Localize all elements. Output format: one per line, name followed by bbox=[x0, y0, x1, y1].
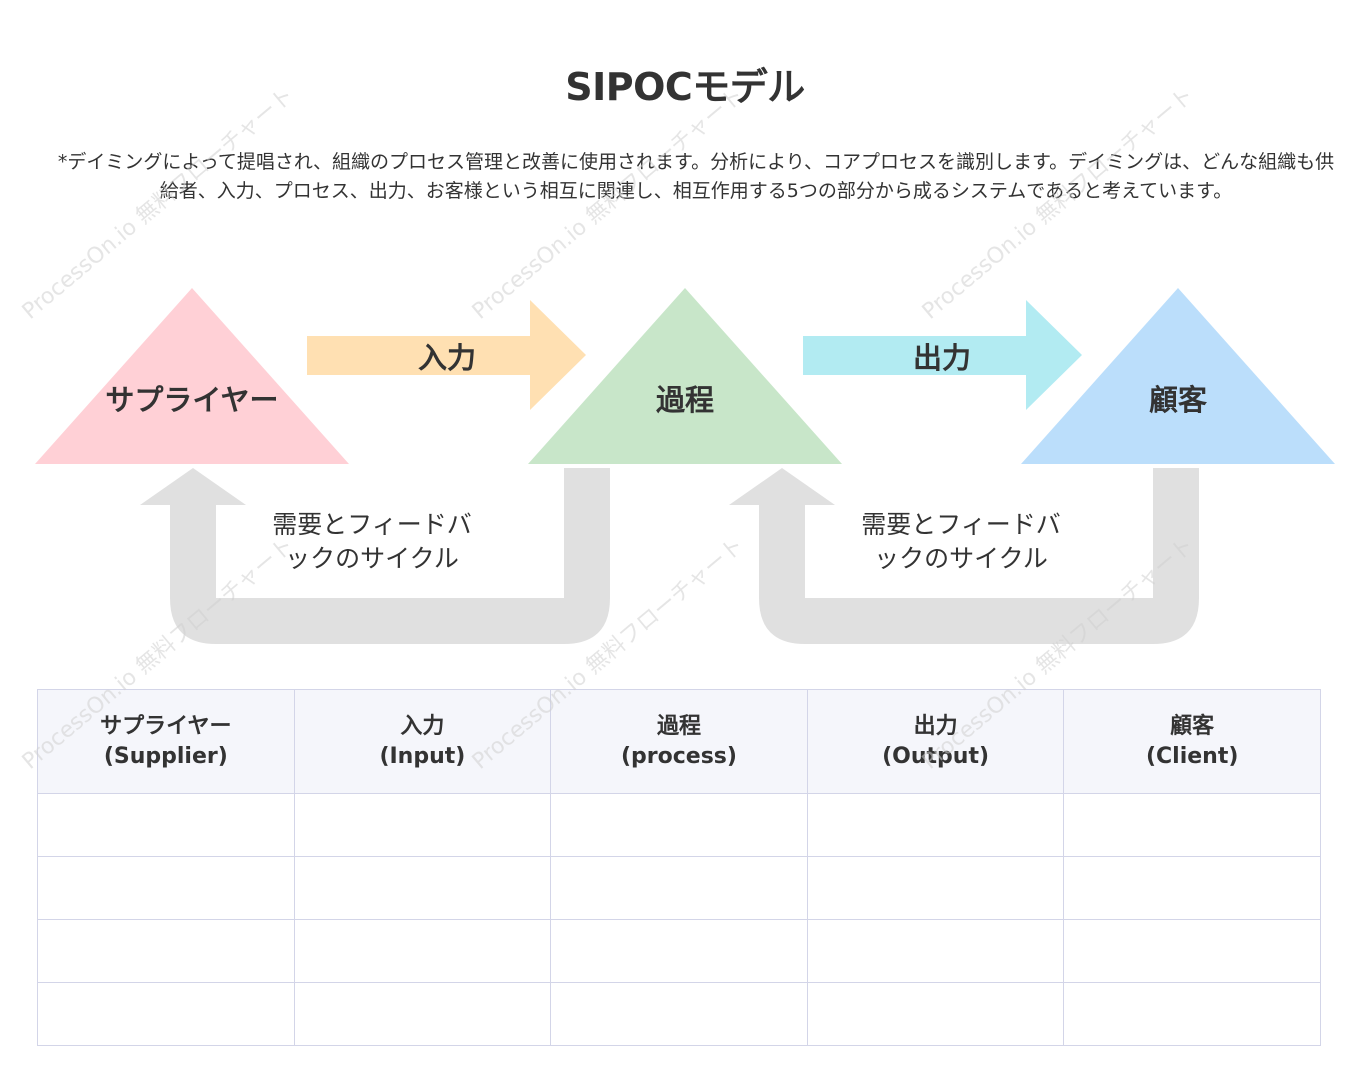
header-input-en: (Input) bbox=[379, 743, 466, 769]
header-client-ja: 顧客 bbox=[1170, 713, 1215, 739]
header-supplier: サプライヤー (Supplier) bbox=[37, 689, 295, 794]
header-process: 過程 (process) bbox=[550, 689, 808, 794]
supplier-label: サプライヤー bbox=[105, 383, 278, 417]
output-arrow bbox=[803, 300, 1082, 410]
header-process-en: (process) bbox=[620, 743, 737, 769]
table-cell[interactable] bbox=[806, 982, 1065, 1046]
sipoc-table-container: サプライヤー (Supplier) 入力 (Input) 過程 (process… bbox=[37, 689, 1321, 1046]
table-cell[interactable] bbox=[37, 856, 295, 920]
header-input: 入力 (Input) bbox=[293, 689, 552, 794]
table-row bbox=[37, 919, 1321, 983]
client-node: 顧客 bbox=[1021, 288, 1335, 464]
output-arrow-label: 出力 bbox=[913, 341, 971, 375]
table-cell[interactable] bbox=[806, 919, 1065, 983]
table-cell[interactable] bbox=[806, 793, 1065, 857]
process-node: 過程 bbox=[528, 288, 842, 464]
table-cell[interactable] bbox=[37, 982, 295, 1046]
input-arrow-label: 入力 bbox=[418, 341, 476, 375]
table-cell[interactable] bbox=[550, 856, 808, 920]
header-output-ja: 出力 bbox=[913, 713, 958, 739]
table-cell[interactable] bbox=[550, 919, 808, 983]
header-supplier-en: (Supplier) bbox=[103, 743, 228, 769]
feedback-label-1-line1: 需要とフィードバ bbox=[272, 510, 472, 539]
page-title: SIPOCモデル bbox=[565, 65, 805, 109]
description-text: *デイミングによって提唱され、組織のプロセス管理と改善に使用されます。分析により… bbox=[57, 151, 1335, 202]
feedback-arrow-1 bbox=[140, 468, 610, 644]
sipoc-table: サプライヤー (Supplier) 入力 (Input) 過程 (process… bbox=[37, 689, 1321, 1046]
table-cell[interactable] bbox=[1063, 919, 1321, 983]
client-label: 顧客 bbox=[1149, 383, 1208, 417]
input-arrow-group: 入力 bbox=[307, 300, 586, 410]
supplier-node: サプライヤー bbox=[35, 288, 349, 464]
table-row bbox=[37, 982, 1321, 1046]
table-cell[interactable] bbox=[37, 793, 295, 857]
header-output: 出力 (Output) bbox=[806, 689, 1065, 794]
table-cell[interactable] bbox=[550, 982, 808, 1046]
process-label: 過程 bbox=[656, 383, 714, 417]
table-header-row: サプライヤー (Supplier) 入力 (Input) 過程 (process… bbox=[37, 689, 1321, 794]
client-triangle bbox=[1021, 288, 1335, 464]
table-cell[interactable] bbox=[1063, 856, 1321, 920]
sipoc-diagram: 需要とフィードバ ックのサイクル 需要とフィードバ ックのサイクル 入力 出力 … bbox=[35, 288, 1335, 644]
header-supplier-ja: サプライヤー bbox=[100, 713, 232, 739]
header-client-en: (Client) bbox=[1145, 743, 1239, 769]
header-input-ja: 入力 bbox=[400, 713, 445, 739]
feedback-loop-2: 需要とフィードバ ックのサイクル bbox=[729, 468, 1199, 644]
supplier-triangle bbox=[35, 288, 349, 464]
table-cell[interactable] bbox=[1063, 793, 1321, 857]
header-process-ja: 過程 bbox=[656, 713, 701, 739]
feedback-label-2-line1: 需要とフィードバ bbox=[861, 510, 1061, 539]
table-cell[interactable] bbox=[550, 793, 808, 857]
table-cell[interactable] bbox=[37, 919, 295, 983]
feedback-label-1-line2: ックのサイクル bbox=[285, 544, 459, 573]
table-cell[interactable] bbox=[806, 856, 1065, 920]
table-cell[interactable] bbox=[293, 919, 552, 983]
header-client: 顧客 (Client) bbox=[1063, 689, 1321, 794]
table-cell[interactable] bbox=[293, 856, 552, 920]
table-cell[interactable] bbox=[293, 793, 552, 857]
input-arrow bbox=[307, 300, 586, 410]
feedback-arrow-2 bbox=[729, 468, 1199, 644]
table-cell[interactable] bbox=[293, 982, 552, 1046]
header-output-en: (Output) bbox=[882, 743, 990, 769]
feedback-label-2-line2: ックのサイクル bbox=[874, 544, 1048, 573]
table-row bbox=[37, 856, 1321, 920]
feedback-loop-1: 需要とフィードバ ックのサイクル bbox=[140, 468, 610, 644]
process-triangle bbox=[528, 288, 842, 464]
output-arrow-group: 出力 bbox=[803, 300, 1082, 410]
table-cell[interactable] bbox=[1063, 982, 1321, 1046]
table-row bbox=[37, 793, 1321, 857]
